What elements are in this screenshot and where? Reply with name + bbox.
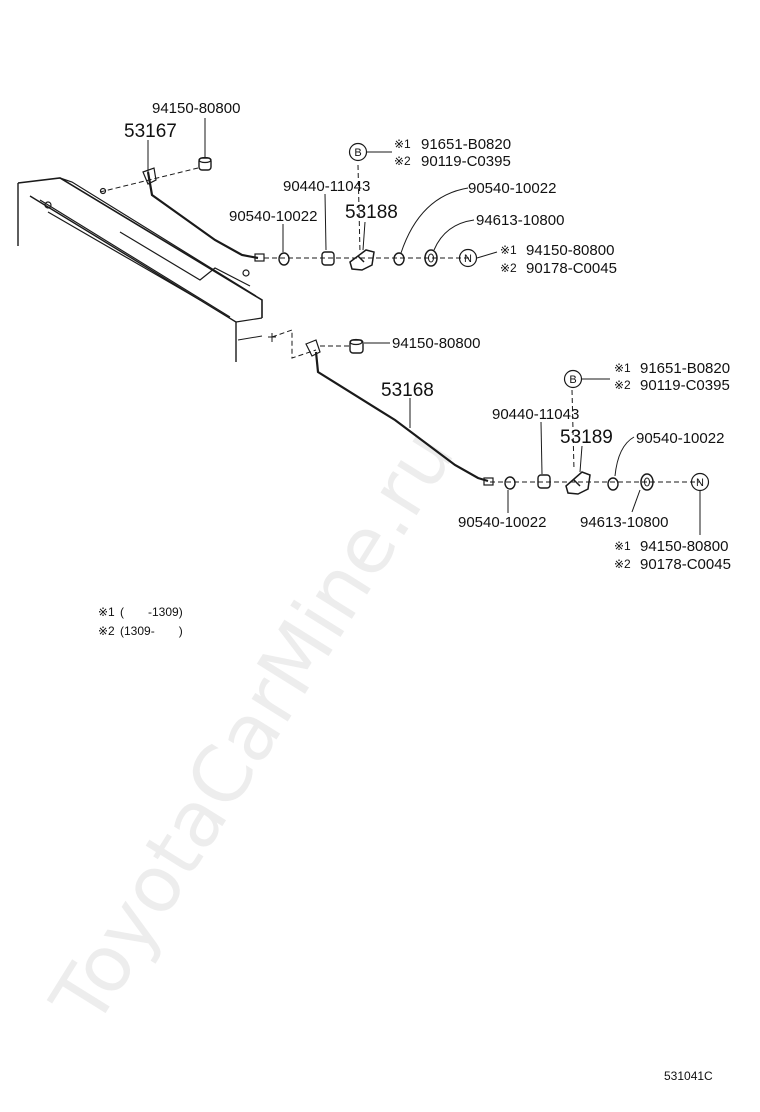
- watermark: ToyotaCarMine.ru: [34, 415, 472, 1041]
- upper-hose-grommet-part: [198, 156, 212, 171]
- lower-ref-b-icon: [563, 369, 583, 389]
- upper-spacer-label: 90440-11043: [283, 178, 370, 195]
- upper-ref-b-m2-label: 90119-C0395: [421, 153, 511, 170]
- lower-hose-grommet-part: [349, 338, 364, 354]
- lower-bracket-part-label: 53189: [560, 427, 613, 448]
- lower-washer-left-part: [504, 476, 516, 490]
- upper-ref-n-m1-label: 94150-80800: [526, 242, 614, 259]
- lower-ref-n-letter: N: [696, 477, 704, 489]
- lower-ref-b-m1-mark: ※1: [614, 361, 631, 375]
- upper-bracket-part-label: 53188: [345, 202, 398, 223]
- lower-ref-b-m1-label: 91651-B0820: [640, 360, 730, 377]
- legend-m1-range: ( -1309): [120, 605, 183, 619]
- lower-ref-n-m1-mark: ※1: [614, 539, 631, 553]
- lower-bracket-part: [565, 471, 591, 495]
- lower-ref-n-icon: [690, 472, 710, 492]
- legend-m2-mark: ※2: [98, 624, 115, 638]
- lower-spacer-part: [537, 474, 551, 489]
- lower-ref-b-m2-label: 90119-C0395: [640, 377, 730, 394]
- legend: ※1 ( -1309) ※2 (1309- ): [98, 605, 183, 638]
- upper-hose-assembly: B N 94150-80800 53167 ※1 91651-B0820 ※2 …: [99, 100, 617, 277]
- upper-hose-part-label: 53167: [124, 121, 177, 142]
- upper-ref-n-m1-mark: ※1: [500, 243, 517, 257]
- upper-ref-n-icon: [458, 248, 478, 268]
- upper-ref-b-letter: B: [354, 147, 361, 159]
- upper-washer-right-part: [393, 252, 405, 266]
- lower-hose-assembly: B N 94150-80800 ※1 91651-B0820 ※2 90119-…: [271, 329, 731, 573]
- lower-washer-left-label: 90540-10022: [458, 514, 546, 531]
- upper-ref-b-m2-mark: ※2: [394, 154, 411, 168]
- upper-ref-n-letter: N: [464, 253, 472, 265]
- lower-spacer-label: 90440-11043: [492, 406, 579, 423]
- lower-hose-part-label: 53168: [381, 380, 434, 401]
- lower-washer-right-part: [607, 477, 619, 491]
- upper-washer-right-label: 90540-10022: [468, 180, 556, 197]
- upper-washer-left-label: 90540-10022: [229, 208, 317, 225]
- lower-washer-right-label: 90540-10022: [636, 430, 724, 447]
- lower-ref-b-letter: B: [569, 374, 576, 386]
- lower-grommet-label: 94613-10800: [580, 514, 668, 531]
- radiator-support-panel: [17, 177, 276, 362]
- lower-hose-grommet-label: 94150-80800: [392, 335, 480, 352]
- upper-ref-b-icon: [348, 142, 368, 162]
- lower-ref-n-m2-mark: ※2: [614, 557, 631, 571]
- upper-washer-left-part: [278, 252, 290, 266]
- upper-ref-n-m2-mark: ※2: [500, 261, 517, 275]
- lower-ref-n-m2-label: 90178-C0045: [640, 556, 731, 573]
- legend-m2-range: (1309- ): [120, 624, 183, 638]
- upper-grommet-label: 94613-10800: [476, 212, 564, 229]
- upper-ref-n-m2-label: 90178-C0045: [526, 260, 617, 277]
- upper-ref-b-m1-label: 91651-B0820: [421, 136, 511, 153]
- lower-ref-b-m2-mark: ※2: [614, 378, 631, 392]
- upper-spacer-part: [321, 251, 335, 266]
- legend-m1-mark: ※1: [98, 605, 115, 619]
- lower-grommet-part: [640, 473, 654, 491]
- upper-grommet-part: [424, 249, 438, 267]
- upper-hose-grommet-label: 94150-80800: [152, 100, 240, 117]
- upper-bracket-part: [349, 249, 375, 271]
- lower-ref-n-m1-label: 94150-80800: [640, 538, 728, 555]
- drawing-code: 531041C: [664, 1069, 713, 1083]
- upper-ref-b-m1-mark: ※1: [394, 137, 411, 151]
